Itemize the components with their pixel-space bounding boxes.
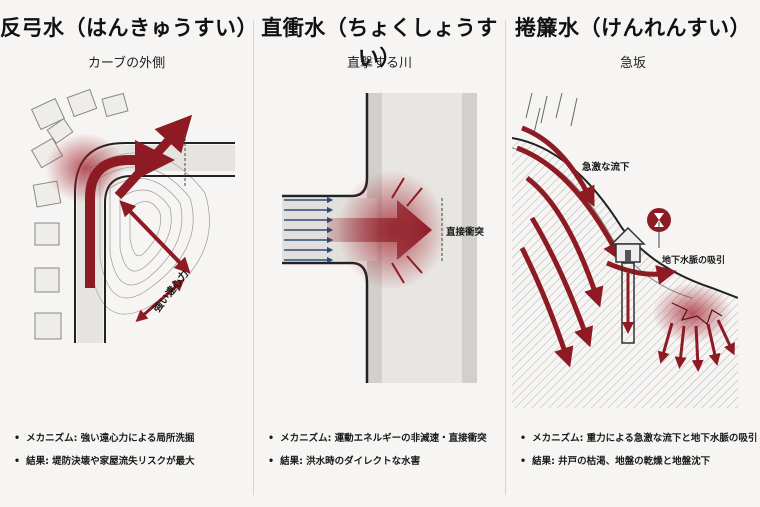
label-groundwater-suction: 地下水脈の吸引	[662, 254, 725, 266]
bullet-list: メカニズム: 運動エネルギーの非減速・直接衝突 結果: 洪水時のダイレクトな水害	[268, 430, 487, 476]
bullet-mechanism: メカニズム: 重力による急激な流下と地下水脈の吸引	[520, 430, 757, 444]
subsidence-arrows	[657, 319, 735, 372]
impact-arrow	[327, 200, 432, 260]
panel-title: 捲簾水（けんれんすい）	[514, 15, 752, 40]
panel-subtitle: カーブの外側	[87, 56, 166, 71]
rain-lines	[525, 92, 578, 134]
well	[621, 262, 635, 344]
flow-arrow-curve	[85, 140, 175, 288]
bullet-result: 結果: 洪水時のダイレクトな水害	[268, 453, 487, 467]
panel-title: 直衝水（ちょくしょうすい）	[261, 15, 498, 70]
cracked-ground	[671, 302, 723, 325]
label-rapid-flow: 急激な流下	[582, 161, 630, 173]
bullet-list: メカニズム: 強い遠心力による局所洗掘 結果: 堤防決壊や家屋流失リスクが最大	[14, 430, 195, 476]
panel-subtitle: 急坂	[619, 56, 646, 71]
bullet-list: メカニズム: 重力による急激な流下と地下水脈の吸引 結果: 井戸の枯渇、地盤の乾…	[520, 430, 757, 476]
bullet-result: 結果: 堤防決壊や家屋流失リスクが最大	[14, 453, 195, 467]
splash-arrows	[391, 177, 423, 284]
centrifugal-arrow-small	[135, 279, 185, 322]
flow-arrow-outward	[114, 114, 193, 200]
downhill-flow-arrows	[516, 125, 677, 368]
panel-hankyusui: 反弓水（はんきゅうすい） カーブの外側	[0, 0, 258, 507]
panel-subtitle: 直撃する川	[346, 56, 412, 71]
hourglass-icon	[647, 208, 671, 232]
divider-right	[505, 20, 506, 495]
label-direct-impact: 直接衝突	[446, 226, 485, 238]
illustration-kenrensui: 急激な流下 地下水脈の吸引	[512, 92, 738, 408]
panel-kenrensui: 捲簾水（けんれんすい） 急坂	[506, 0, 760, 507]
illustration-chokushosui: 直接衝突	[282, 93, 485, 383]
slope-ground	[512, 138, 738, 408]
divider-left	[253, 20, 254, 495]
bullet-mechanism: メカニズム: 運動エネルギーの非減速・直接衝突	[268, 430, 487, 444]
panel-title: 反弓水（はんきゅうすい）	[0, 15, 258, 40]
house-icon	[610, 226, 646, 263]
incoming-flow-lines	[284, 196, 334, 264]
illustration-hankyusui: 強い遠心力	[30, 88, 235, 343]
centrifugal-arrow	[119, 200, 191, 274]
bullet-mechanism: メカニズム: 強い遠心力による局所洗掘	[14, 430, 195, 444]
panel-chokushosui: 直衝水（ちょくしょうすい） 直撃する川 直接衝突	[254, 0, 505, 507]
bullet-result: 結果: 井戸の枯渇、地盤の乾燥と地盤沈下	[520, 453, 757, 467]
label-centrifugal: 強い遠心力	[150, 267, 191, 314]
